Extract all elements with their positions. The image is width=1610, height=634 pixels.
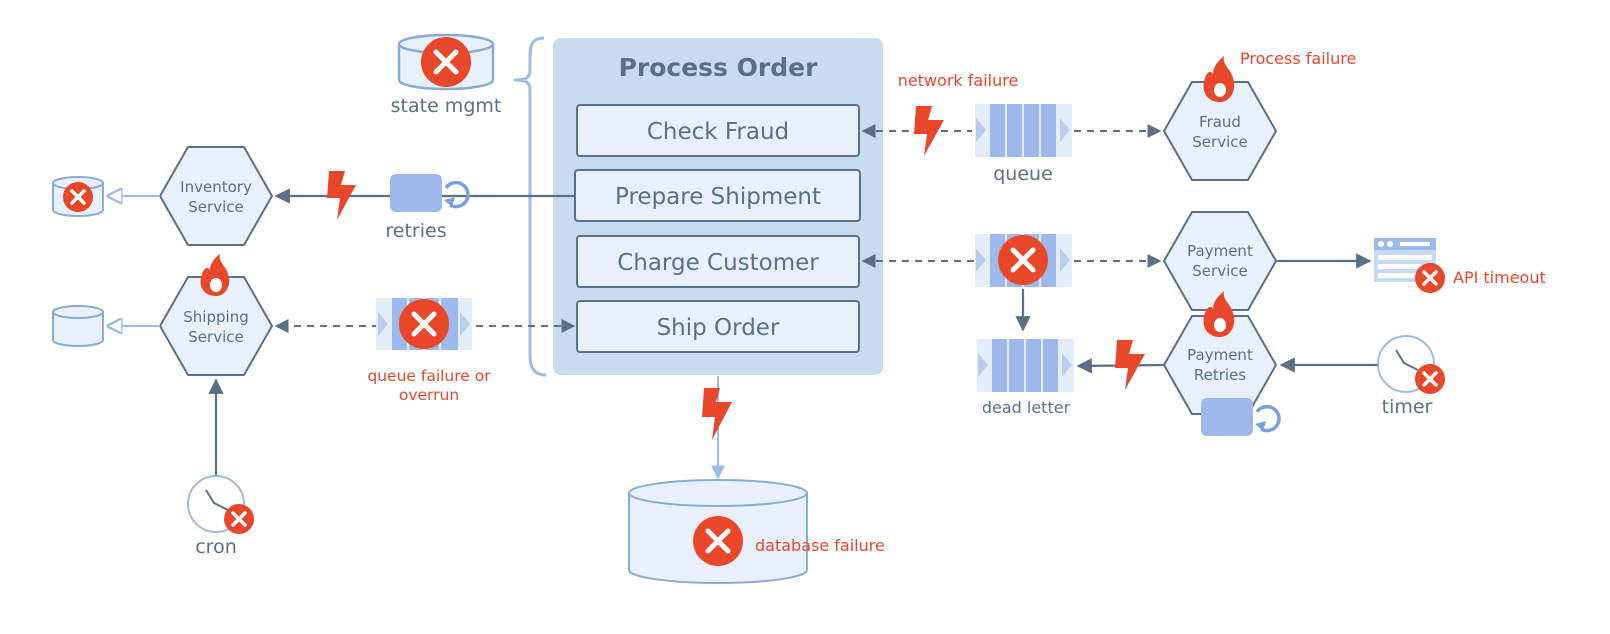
- payment-label-line2: Service: [1192, 262, 1247, 280]
- error-x-icon: [63, 182, 93, 212]
- queue-failure-label-line1: queue failure or: [367, 367, 491, 385]
- inventory-service[interactable]: Inventory Service: [158, 146, 274, 246]
- timer-label: timer: [1382, 396, 1433, 418]
- step-label: Charge Customer: [617, 250, 819, 276]
- state-mgmt-label: state mgmt: [391, 95, 502, 117]
- process-order-panel: Process Order Check Fraud Prepare Shipme…: [553, 38, 883, 375]
- lightning-bolt-icon: [914, 106, 944, 156]
- step-check-fraud[interactable]: Check Fraud: [576, 104, 860, 157]
- inventory-label-line1: Inventory: [180, 178, 252, 196]
- dead-letter-label: dead letter: [982, 398, 1071, 417]
- shipping-database: [52, 305, 104, 347]
- error-x-icon: [1415, 364, 1445, 394]
- step-label: Ship Order: [657, 315, 780, 341]
- error-x-icon: [1415, 263, 1445, 293]
- retries-icon: [390, 174, 470, 212]
- payment-retries-label-line2: Retries: [1194, 366, 1246, 384]
- step-label: Prepare Shipment: [615, 184, 821, 210]
- payment-retries-service[interactable]: Payment Retries: [1162, 315, 1278, 415]
- shipping-label-line1: Shipping: [183, 308, 248, 326]
- error-x-icon: [693, 516, 743, 566]
- flame-icon: [200, 254, 230, 296]
- lightning-bolt-icon: [327, 171, 356, 220]
- process-failure-label: Process failure: [1240, 49, 1356, 68]
- error-x-icon: [421, 37, 471, 87]
- shipping-service[interactable]: Shipping Service: [158, 276, 274, 376]
- inventory-database: [52, 176, 104, 217]
- payment-retries-label-line1: Payment: [1187, 346, 1253, 364]
- dead-letter-queue-icon: [977, 339, 1074, 392]
- state-mgmt-database: state mgmt: [391, 33, 502, 117]
- fraud-label-line1: Fraud: [1199, 113, 1241, 131]
- api-window-icon: [1374, 238, 1436, 282]
- fraud-label-line2: Service: [1192, 133, 1247, 151]
- lightning-bolt-icon: [1115, 340, 1145, 390]
- queue-icon: [975, 104, 1072, 157]
- flame-icon: [1203, 56, 1235, 102]
- payment-service[interactable]: Payment Service: [1162, 211, 1278, 311]
- error-x-icon: [998, 235, 1048, 285]
- fraud-service[interactable]: Fraud Service: [1162, 81, 1278, 181]
- database-failure-label: database failure: [755, 536, 885, 555]
- flame-icon: [1203, 291, 1235, 337]
- inventory-label-line2: Service: [188, 198, 243, 216]
- network-failure-label: network failure: [898, 71, 1019, 90]
- lightning-bolt-icon: [702, 388, 732, 440]
- brace-icon: [513, 36, 547, 377]
- error-x-icon: [224, 504, 254, 534]
- step-label: Check Fraud: [647, 119, 789, 145]
- shipping-label-line2: Service: [188, 328, 243, 346]
- step-charge-customer[interactable]: Charge Customer: [576, 235, 860, 288]
- api-timeout-label: API timeout: [1453, 268, 1546, 287]
- step-ship-order[interactable]: Ship Order: [576, 300, 860, 353]
- retries-label: retries: [385, 220, 446, 242]
- process-order-title: Process Order: [619, 53, 818, 82]
- cron-label: cron: [195, 536, 237, 558]
- retry-icon: [1201, 398, 1281, 436]
- payment-label-line1: Payment: [1187, 242, 1253, 260]
- step-prepare-shipment[interactable]: Prepare Shipment: [574, 169, 861, 222]
- queue-failure-label-line2: overrun: [399, 386, 459, 404]
- error-x-icon: [399, 299, 449, 349]
- queue-label: queue: [993, 163, 1053, 185]
